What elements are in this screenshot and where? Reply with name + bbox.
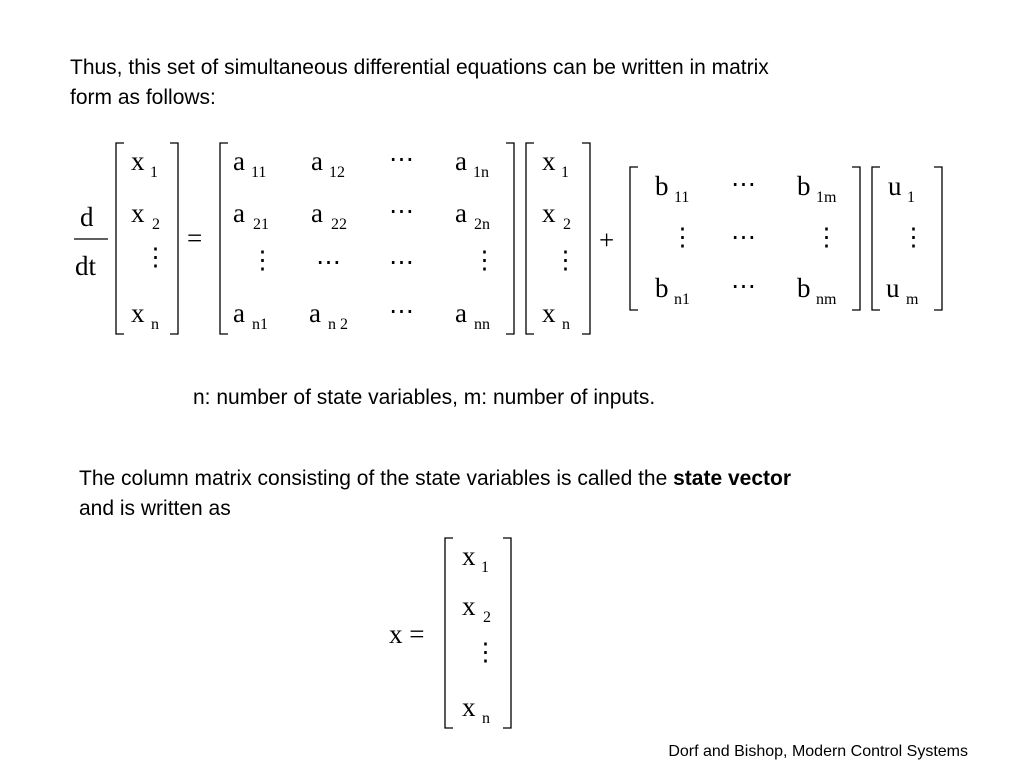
bnm-sub: nm <box>816 291 837 308</box>
x-vdots: ⋮ <box>553 247 578 274</box>
lhs-xn: x <box>131 298 145 328</box>
bn1: b <box>655 273 669 303</box>
an1: a <box>233 298 245 328</box>
lhs-x2: x <box>131 198 145 228</box>
a-row4-cdots: ⋯ <box>389 298 414 325</box>
b-right-bracket <box>852 166 861 311</box>
lhs-xn-sub: n <box>151 316 159 333</box>
a21-sub: 21 <box>253 216 269 233</box>
an1-sub: n1 <box>252 316 268 333</box>
um-sub: m <box>906 291 919 308</box>
a12: a <box>311 146 323 176</box>
b-left-bracket <box>629 166 638 311</box>
u-vdots: ⋮ <box>901 224 926 251</box>
lhs-x2-sub: 2 <box>152 216 160 233</box>
a-row1-cdots: ⋯ <box>389 146 414 173</box>
state-x2-sub: 2 <box>483 609 491 626</box>
u1: u <box>888 171 902 201</box>
b-row2-vdots-1: ⋮ <box>670 224 695 251</box>
a22: a <box>311 198 323 228</box>
b-row1-cdots: ⋯ <box>731 171 756 198</box>
an2: a <box>309 298 321 328</box>
bnm: b <box>797 273 811 303</box>
b-row3-cdots: ⋯ <box>731 273 756 300</box>
x1-sub: 1 <box>561 164 569 181</box>
state-vector-text-after: and is written as <box>79 497 231 520</box>
a2n: a <box>455 198 467 228</box>
lhs-right-bracket <box>170 142 179 335</box>
b1m: b <box>797 171 811 201</box>
a-left-bracket <box>219 142 228 335</box>
a-row3-vdots-2: ⋮ <box>472 247 497 274</box>
lhs-vdots: ⋮ <box>143 244 168 271</box>
b1m-sub: 1m <box>816 189 837 206</box>
state-xn: x <box>462 692 476 722</box>
a11-sub: 11 <box>251 164 266 181</box>
state-x1: x <box>462 541 476 571</box>
derivative-numerator: d <box>80 202 94 232</box>
a1n: a <box>455 146 467 176</box>
equals-sign: = <box>187 223 202 253</box>
ann-sub: nn <box>474 316 490 333</box>
u-left-bracket <box>871 166 880 311</box>
bn1-sub: n1 <box>674 291 690 308</box>
xn: x <box>542 298 556 328</box>
a12-sub: 12 <box>329 164 345 181</box>
b11-sub: 11 <box>674 189 689 206</box>
a-row2-cdots: ⋯ <box>389 198 414 225</box>
plus-sign: + <box>599 225 614 255</box>
x-right-bracket <box>582 142 591 335</box>
derivative-denominator: dt <box>75 251 97 281</box>
lhs-x1-sub: 1 <box>150 164 158 181</box>
x-left-bracket <box>525 142 534 335</box>
u-right-bracket <box>934 166 943 311</box>
a22-sub: 22 <box>331 216 347 233</box>
xn-sub: n <box>562 316 570 333</box>
state-eq-lhs: x = <box>389 619 424 649</box>
source-credit: Dorf and Bishop, Modern Control Systems <box>668 743 968 760</box>
a-row3-vdots-1: ⋮ <box>250 247 275 274</box>
x1: x <box>542 146 556 176</box>
state-right-bracket <box>503 537 512 729</box>
a-row3-cdots-1: ⋯ <box>316 249 341 276</box>
state-vector-text-before: The column matrix consisting of the stat… <box>79 467 674 490</box>
a21: a <box>233 198 245 228</box>
a-right-bracket <box>506 142 515 335</box>
intro-line-2: form as follows: <box>70 86 216 109</box>
a-row3-cdots-2: ⋯ <box>389 249 414 276</box>
variables-note: n: number of state variables, m: number … <box>193 386 656 409</box>
x2: x <box>542 198 556 228</box>
state-vector-paragraph: The column matrix consisting of the stat… <box>79 464 979 524</box>
state-left-bracket <box>444 537 453 729</box>
intro-line-1: Thus, this set of simultaneous different… <box>70 56 769 79</box>
a1n-sub: 1n <box>473 164 489 181</box>
b11: b <box>655 171 669 201</box>
lhs-x1: x <box>131 146 145 176</box>
state-vdots: ⋮ <box>473 639 498 666</box>
state-x2: x <box>462 591 476 621</box>
a2n-sub: 2n <box>474 216 490 233</box>
state-xn-sub: n <box>482 710 490 727</box>
state-x1-sub: 1 <box>481 559 489 576</box>
state-vector-term: state vector <box>673 467 792 490</box>
a11: a <box>233 146 245 176</box>
ann: a <box>455 298 467 328</box>
u1-sub: 1 <box>907 189 915 206</box>
x2-sub: 2 <box>563 216 571 233</box>
um: u <box>886 273 900 303</box>
intro-paragraph: Thus, this set of simultaneous different… <box>70 53 950 113</box>
an2-sub: n 2 <box>328 316 348 333</box>
lhs-left-bracket <box>115 142 124 335</box>
b-row2-cdots: ⋯ <box>731 224 756 251</box>
b-row2-vdots-2: ⋮ <box>814 224 839 251</box>
